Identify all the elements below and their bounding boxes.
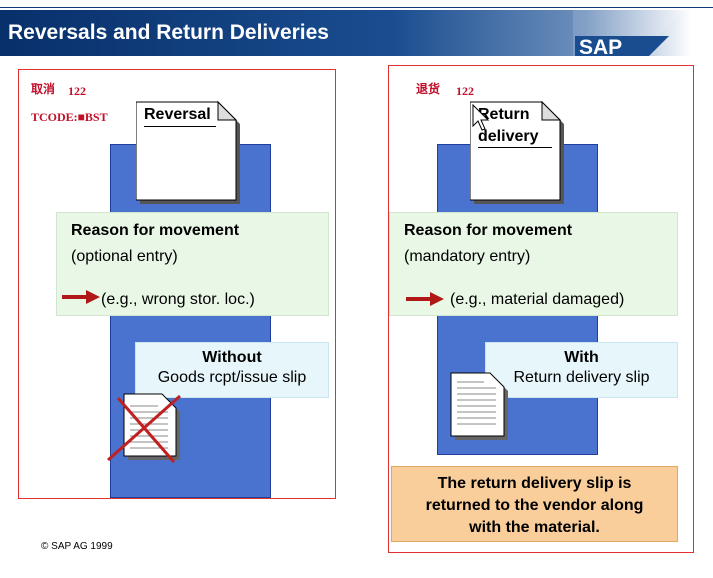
sap-logo-text: SAP	[579, 36, 622, 56]
sap-logo-icon: SAP	[573, 10, 683, 56]
return-slip-title: With	[564, 349, 599, 366]
reversal-slip-title: Without	[202, 349, 262, 366]
return-code-label: 退货	[416, 82, 441, 96]
return-movement-type: 122	[456, 84, 474, 98]
return-reason-entry: (mandatory entry)	[404, 248, 531, 265]
return-slip-subtitle: Return delivery slip	[513, 369, 650, 386]
return-reason-box: Reason for movement (mandatory entry) (e…	[389, 212, 678, 316]
return-doc-title-line2: delivery	[478, 128, 539, 145]
reversal-tcode: TCODE:■BST	[31, 110, 108, 124]
return-note-box: The return delivery slip is returned to …	[391, 466, 678, 542]
red-arrow-icon	[62, 290, 100, 304]
return-slip-box: With Return delivery slip	[485, 342, 678, 398]
return-reason-example: (e.g., material damaged)	[450, 291, 625, 308]
slip-icon	[450, 372, 508, 440]
reversal-reason-title: Reason for movement	[71, 222, 240, 239]
red-arrow-icon	[406, 292, 444, 306]
reversal-code-label: 取消	[31, 82, 56, 96]
document-icon	[470, 100, 564, 204]
title-bar: Reversals and Return Deliveries	[0, 10, 713, 56]
return-note-line3: with the material.	[469, 519, 600, 536]
reversal-slip-subtitle: Goods rcpt/issue slip	[157, 369, 307, 386]
reversal-movement-type: 122	[68, 84, 86, 98]
return-note-line1: The return delivery slip is	[437, 475, 632, 492]
reversal-reason-entry: (optional entry)	[71, 248, 178, 265]
return-note-line2: returned to the vendor along	[425, 497, 644, 514]
reversal-reason-example: (e.g., wrong stor. loc.)	[101, 291, 255, 308]
reversal-slip-box: Without Goods rcpt/issue slip	[135, 342, 329, 398]
copyright: © SAP AG 1999	[41, 541, 113, 552]
return-doc-underline	[478, 147, 552, 148]
reversal-doc-underline	[144, 126, 216, 127]
reversal-reason-box: Reason for movement (optional entry) (e.…	[56, 212, 329, 316]
return-reason-title: Reason for movement	[404, 222, 573, 239]
page-title: Reversals and Return Deliveries	[8, 21, 329, 44]
cursor-icon	[472, 104, 490, 131]
reversal-doc-title: Reversal	[144, 106, 211, 123]
top-rule	[0, 7, 713, 8]
return-doc-title-line1: Return	[478, 106, 530, 123]
crossed-out-slip-icon	[107, 393, 181, 463]
